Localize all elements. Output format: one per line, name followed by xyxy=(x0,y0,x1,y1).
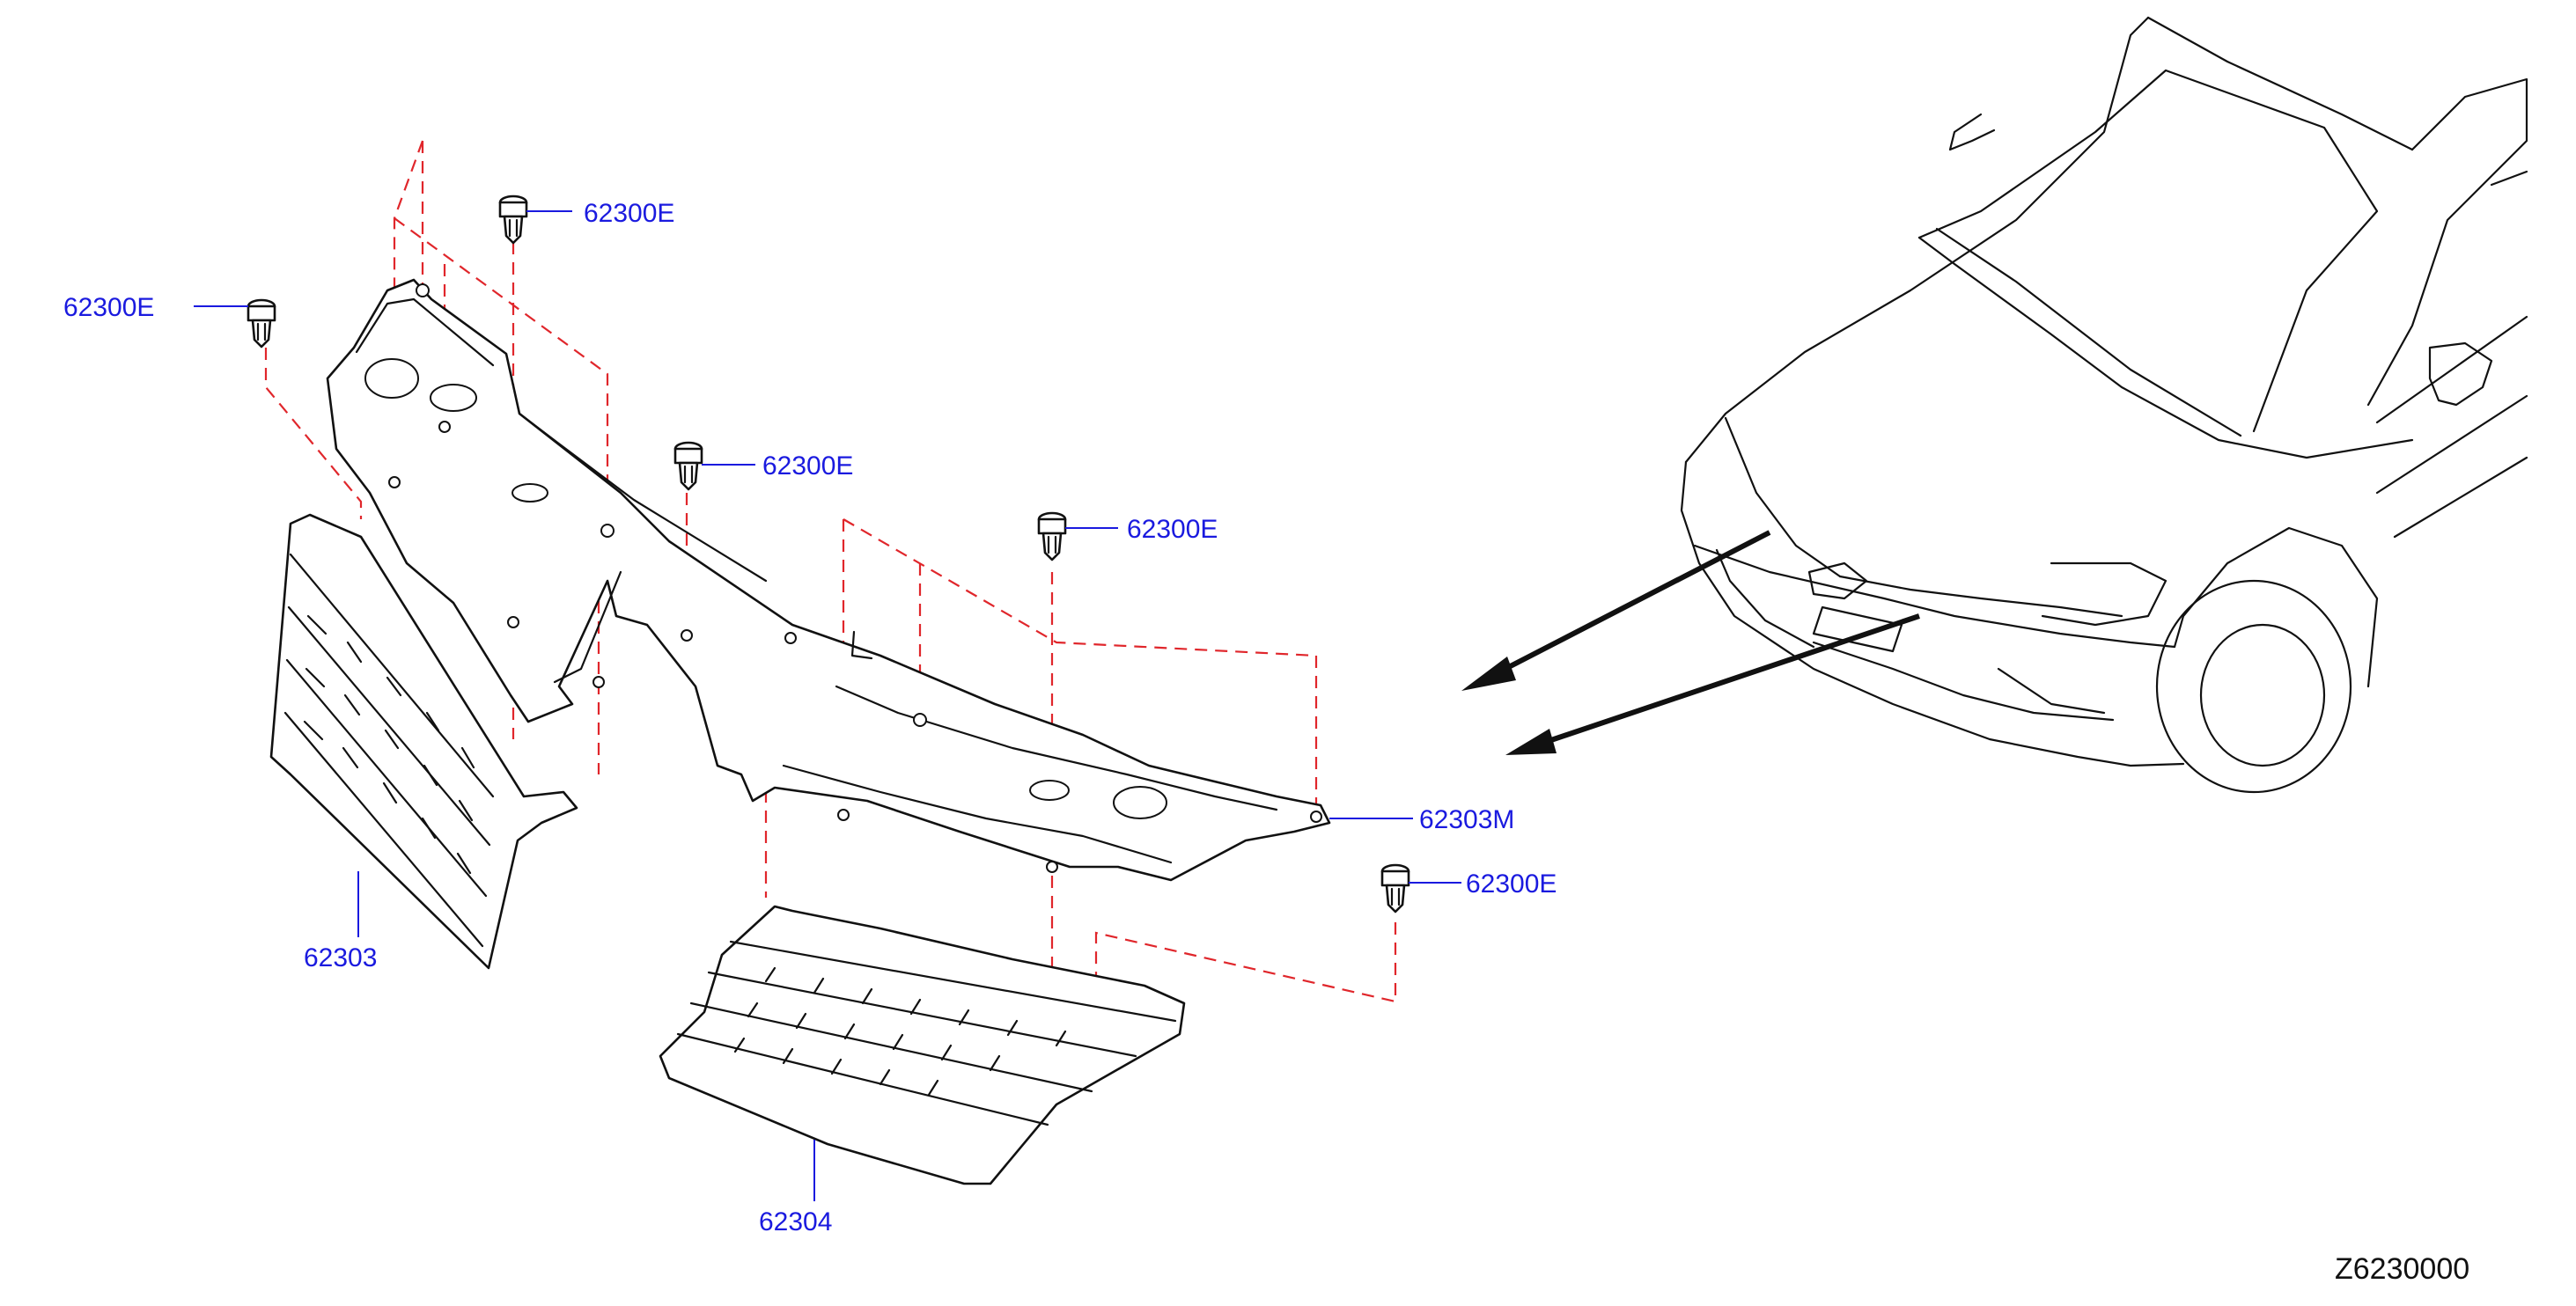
callout-labels: 62300E 62300E 62300E 62300E 62300E 62303… xyxy=(63,199,2469,1286)
lower-grille-part xyxy=(659,905,1186,1185)
callout-label-clip-e: 62300E xyxy=(1466,869,1557,899)
direction-arrow-icon xyxy=(1461,530,1920,755)
callout-label-clip-a: 62300E xyxy=(63,293,154,322)
lower-grille-slats xyxy=(733,966,1067,1097)
clip-icon-c xyxy=(673,441,703,491)
car-front-view-icon xyxy=(1680,16,2528,794)
upper-grille-part xyxy=(269,513,578,970)
leader-lines xyxy=(194,210,1461,1201)
callout-label-clip-b: 62300E xyxy=(584,199,674,228)
callout-label-grille-upper: 62303 xyxy=(304,943,377,972)
callout-label-clip-c: 62300E xyxy=(762,451,853,481)
clip-icon-b xyxy=(498,194,528,245)
clip-icon-e xyxy=(1380,863,1410,913)
callout-label-clip-d: 62300E xyxy=(1127,515,1218,544)
clip-icon-d xyxy=(1037,511,1067,561)
callout-label-grille-lower: 62304 xyxy=(759,1207,832,1236)
upper-grille-slats xyxy=(303,614,475,875)
callout-label-bracket: 62303M xyxy=(1419,805,1514,834)
diagram-reference-code: Z6230000 xyxy=(2335,1252,2469,1286)
bracket-part xyxy=(326,278,1331,882)
clip-icon-a: push-clip-icon xyxy=(247,298,276,349)
